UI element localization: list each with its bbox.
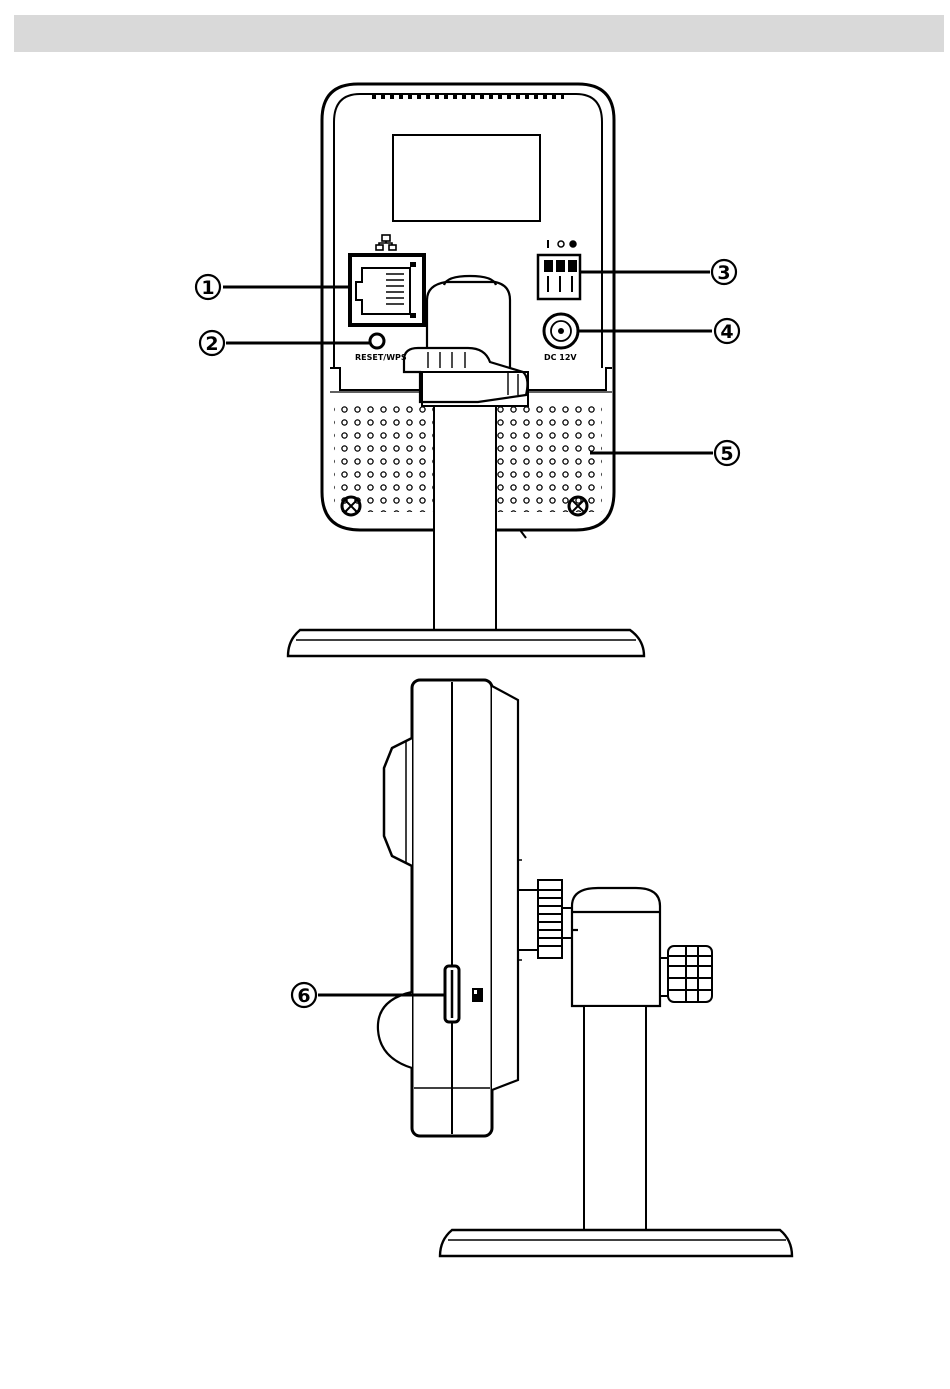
svg-text:1: 1 bbox=[201, 277, 214, 299]
callout-5: 5 bbox=[715, 441, 739, 465]
network-port bbox=[350, 255, 424, 325]
label-plate bbox=[393, 135, 540, 221]
side-pole bbox=[584, 1006, 646, 1230]
svg-text:5: 5 bbox=[720, 443, 733, 465]
io-terminal bbox=[538, 240, 580, 299]
callout-4: 4 bbox=[715, 319, 739, 343]
svg-text:4: 4 bbox=[720, 321, 733, 343]
side-knurled-nut bbox=[518, 880, 574, 958]
sd-card-slot bbox=[445, 966, 459, 1022]
svg-text:2: 2 bbox=[205, 333, 218, 355]
dc-power-jack bbox=[544, 314, 578, 348]
svg-text:6: 6 bbox=[297, 985, 310, 1007]
callout-6: 6 bbox=[292, 983, 316, 1007]
side-clamp-knob bbox=[660, 946, 712, 1002]
network-icon bbox=[376, 235, 396, 250]
callout-1: 1 bbox=[196, 275, 220, 299]
callout-3: 3 bbox=[712, 260, 736, 284]
sd-card-icon bbox=[472, 988, 483, 1002]
back-pole bbox=[434, 406, 496, 630]
side-mic bbox=[378, 992, 412, 1068]
callout-2: 2 bbox=[200, 331, 224, 355]
camera-side-view bbox=[378, 680, 792, 1256]
back-base bbox=[288, 630, 644, 656]
power-label: DC 12V bbox=[544, 353, 577, 362]
camera-back-view bbox=[288, 84, 644, 656]
side-mount-head bbox=[572, 888, 660, 1006]
side-base bbox=[440, 1230, 792, 1256]
reset-button bbox=[370, 334, 384, 348]
reset-label: RESET/WPS bbox=[355, 353, 407, 362]
svg-text:3: 3 bbox=[717, 262, 730, 284]
side-lens bbox=[384, 738, 412, 866]
